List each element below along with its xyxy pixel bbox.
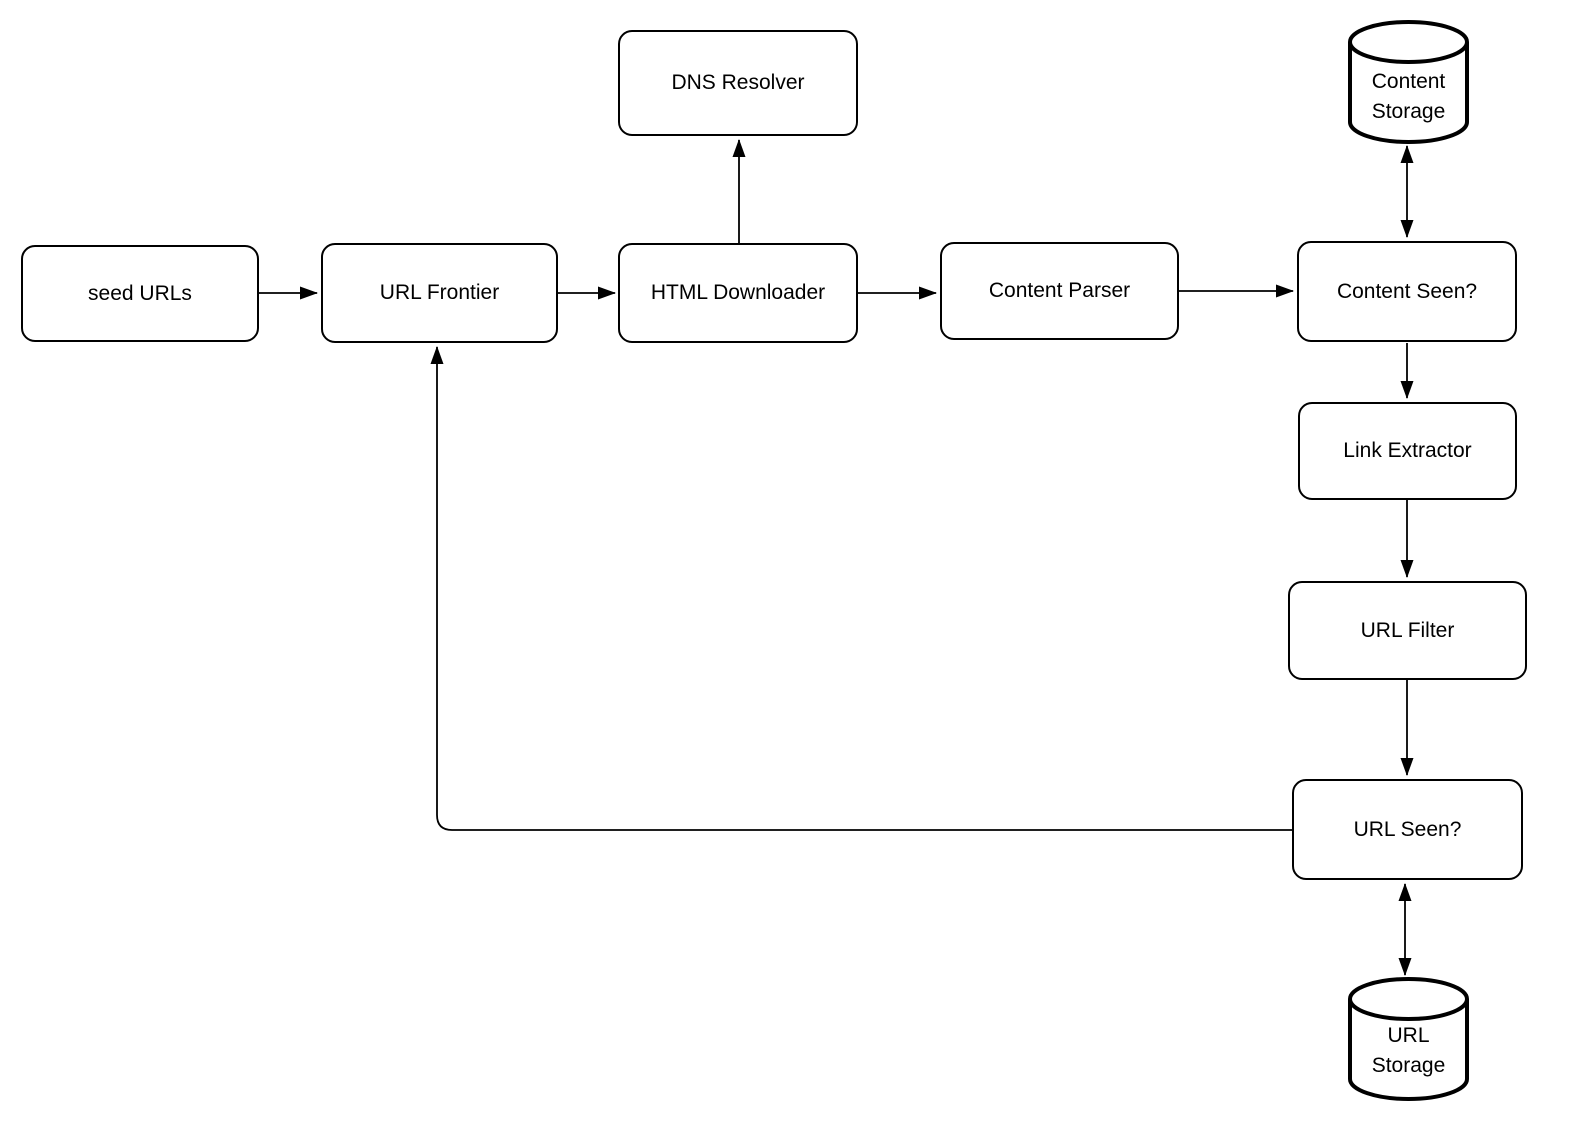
node-html-downloader: HTML Downloader (618, 243, 858, 343)
node-label: URL Seen? (1353, 817, 1462, 841)
cylinder-body (1348, 42, 1469, 144)
node-label: URL Filter (1360, 618, 1455, 642)
node-label: URL Frontier (379, 281, 500, 305)
node-label: Content Seen? (1336, 279, 1478, 303)
content-storage-cylinder (1348, 20, 1469, 144)
cylinder-body (1348, 999, 1469, 1101)
node-url-filter: URL Filter (1288, 581, 1527, 680)
node-label-line2: Storage (1371, 100, 1446, 123)
cylinder-top (1348, 977, 1469, 1021)
edge-url-seen-to-url-frontier (430, 346, 1292, 831)
node-label: HTML Downloader (650, 281, 826, 305)
node-label: seed URLs (88, 281, 192, 305)
node-label: Link Extractor (1343, 439, 1472, 463)
node-url-storage: URL Storage (1347, 1020, 1470, 1082)
node-label: Content Parser (988, 279, 1131, 303)
node-url-seen: URL Seen? (1292, 779, 1523, 880)
node-link-extractor: Link Extractor (1298, 402, 1517, 500)
node-label: DNS Resolver (671, 71, 805, 95)
node-dns-resolver: DNS Resolver (618, 30, 858, 136)
node-content-parser: Content Parser (940, 242, 1179, 340)
node-content-seen: Content Seen? (1297, 241, 1517, 342)
node-url-frontier: URL Frontier (321, 243, 558, 343)
node-seed-urls: seed URLs (21, 245, 259, 342)
node-label-line2: Storage (1371, 1054, 1446, 1077)
node-label-line1: URL (1387, 1024, 1430, 1047)
node-content-storage: Content Storage (1347, 66, 1470, 128)
node-label-line1: Content (1371, 70, 1446, 93)
url-storage-cylinder (1348, 977, 1469, 1101)
cylinder-top (1348, 20, 1469, 64)
